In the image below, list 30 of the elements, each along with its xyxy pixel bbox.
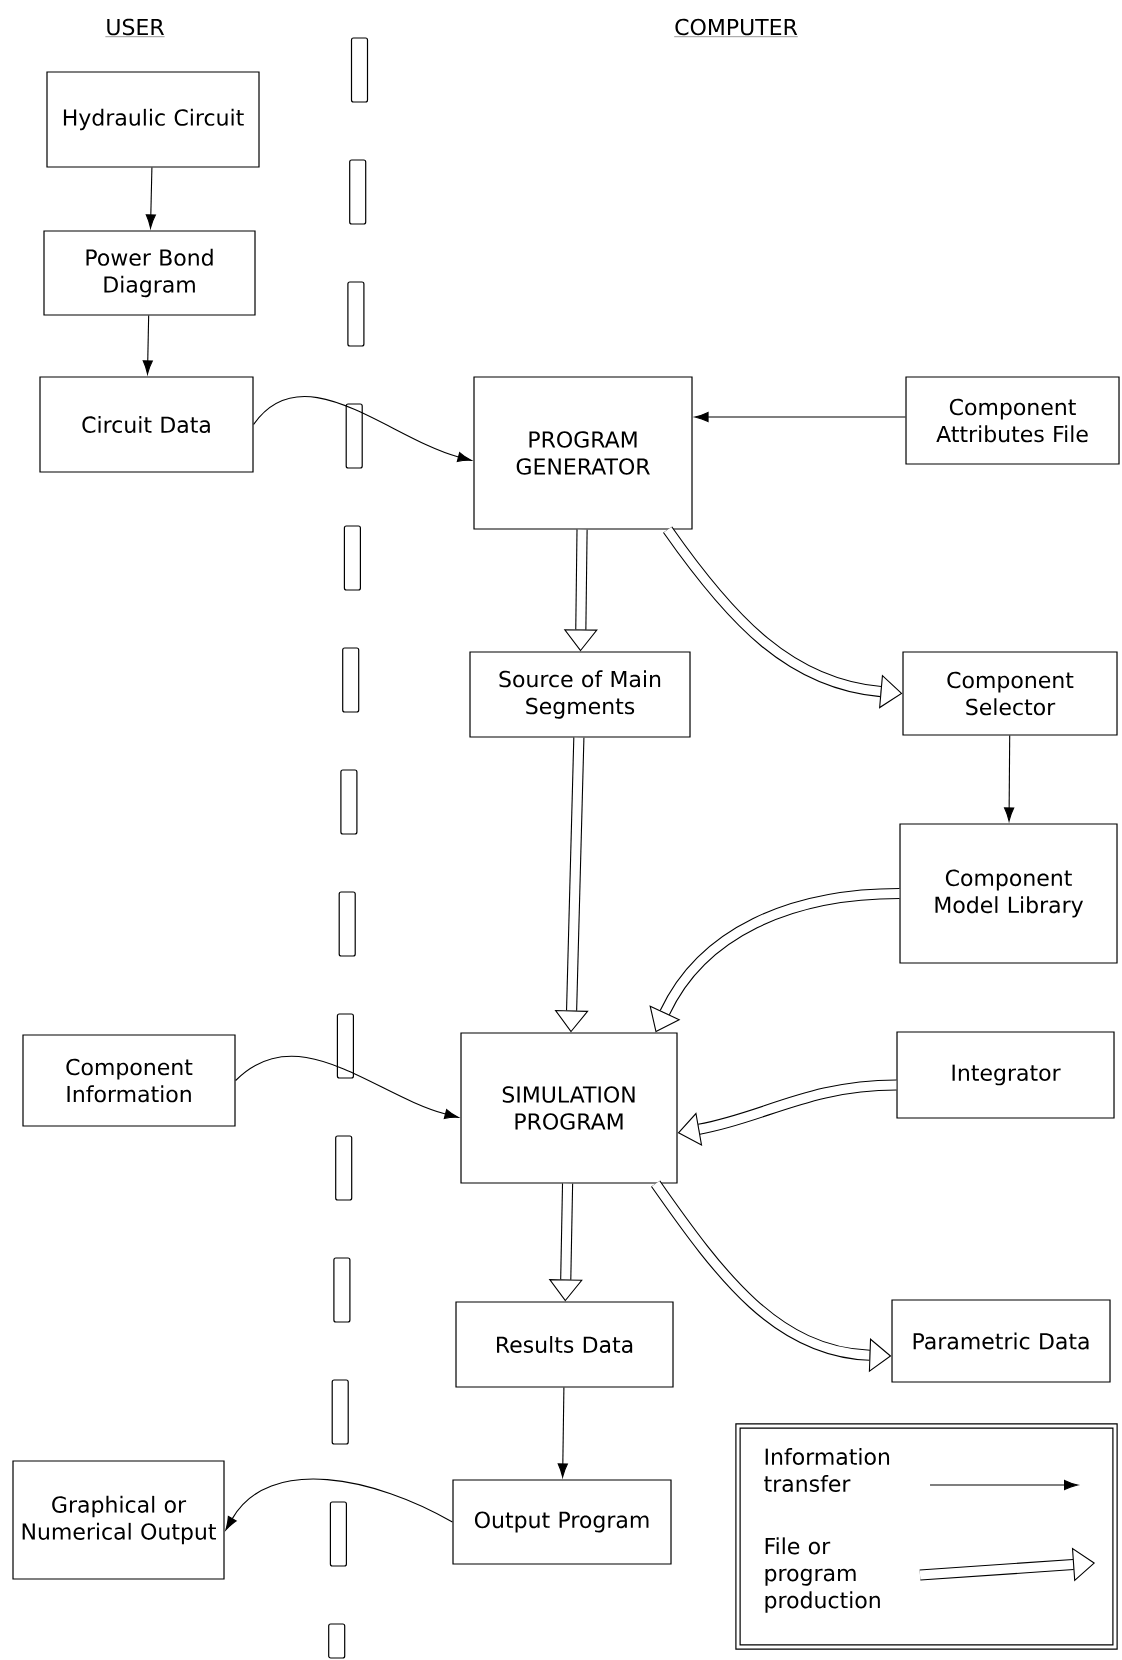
arrow bbox=[1004, 735, 1015, 822]
arrow bbox=[663, 526, 903, 709]
legend-text: Information transfer bbox=[764, 1448, 890, 1492]
process-box: SIMULATION PROGRAM bbox=[460, 1032, 678, 1184]
column-heading: COMPUTER bbox=[673, 18, 799, 37]
arrow bbox=[225, 1478, 453, 1531]
arrow bbox=[235, 1055, 459, 1119]
process-box: Component Attributes File bbox=[905, 376, 1120, 465]
process-box: Source of Main Segments bbox=[469, 651, 691, 738]
process-box: Component Model Library bbox=[899, 823, 1118, 964]
process-box: Output Program bbox=[452, 1479, 672, 1565]
process-box: Power Bond Diagram bbox=[43, 230, 256, 316]
process-box: Parametric Data bbox=[891, 1299, 1111, 1383]
arrow bbox=[557, 1387, 568, 1478]
process-box: Circuit Data bbox=[39, 376, 254, 473]
column-heading: USER bbox=[105, 18, 165, 37]
arrow bbox=[142, 315, 153, 375]
arrow bbox=[694, 411, 906, 423]
process-box: Hydraulic Circuit bbox=[46, 71, 260, 168]
process-box: Integrator bbox=[896, 1031, 1115, 1119]
process-box: Results Data bbox=[455, 1301, 674, 1388]
arrow bbox=[677, 1079, 897, 1147]
arrow bbox=[145, 167, 156, 229]
legend-text: File or program production bbox=[765, 1537, 880, 1613]
arrow bbox=[649, 887, 900, 1033]
process-box: Graphical or Numerical Output bbox=[12, 1460, 225, 1580]
process-box: PROGRAM GENERATOR bbox=[473, 376, 693, 530]
process-box: Component Information bbox=[22, 1034, 236, 1127]
process-box: Component Selector bbox=[902, 651, 1118, 736]
arrow bbox=[253, 396, 472, 462]
